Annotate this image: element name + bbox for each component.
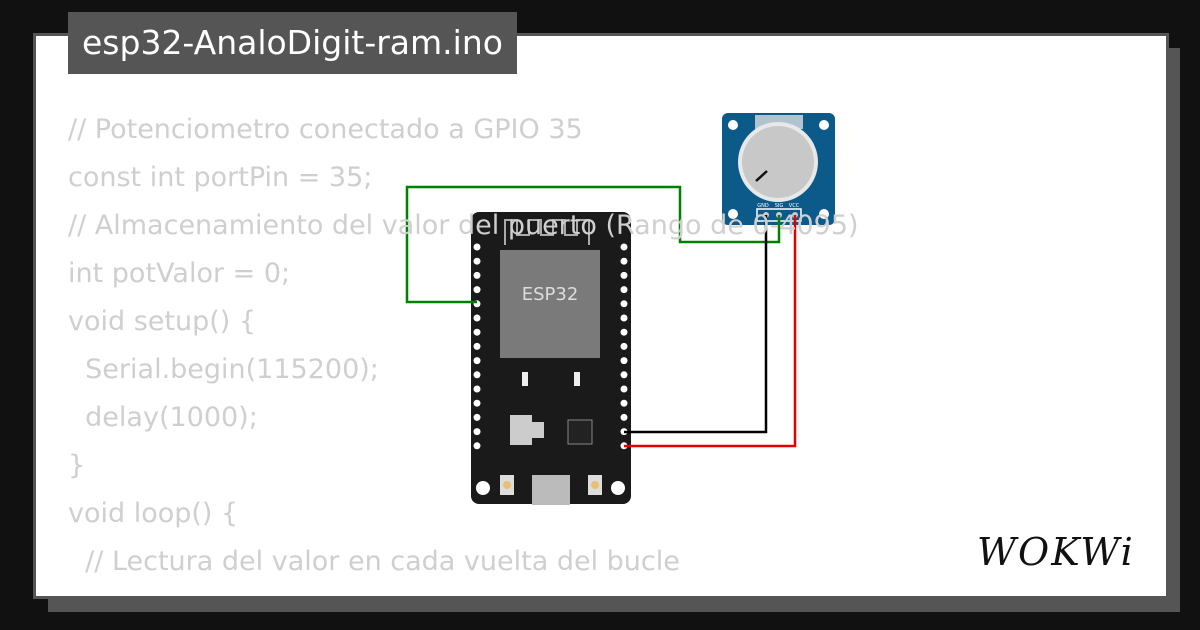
pin-hole[interactable] bbox=[620, 342, 628, 350]
wire-power[interactable] bbox=[624, 215, 797, 448]
left-pin-header bbox=[473, 243, 481, 450]
pin-hole[interactable] bbox=[620, 385, 628, 393]
pin-hole[interactable] bbox=[620, 314, 628, 322]
wokwi-logo: WOKWi bbox=[977, 530, 1135, 574]
pin-label-gnd: GND bbox=[757, 203, 769, 209]
pin-hole[interactable] bbox=[620, 328, 628, 336]
esp32-label: ESP32 bbox=[522, 284, 579, 305]
pin-hole[interactable] bbox=[620, 371, 628, 379]
pin-hole[interactable] bbox=[473, 342, 481, 350]
esp32-module bbox=[500, 250, 600, 358]
pin-hole[interactable] bbox=[473, 385, 481, 393]
right-pin-header bbox=[620, 243, 628, 450]
pin-hole[interactable] bbox=[473, 357, 481, 365]
wire-signal[interactable] bbox=[405, 185, 781, 304]
pin-hole[interactable] bbox=[620, 271, 628, 279]
pin-hole[interactable] bbox=[473, 428, 481, 436]
pin-hole[interactable] bbox=[473, 442, 481, 450]
pin-hole[interactable] bbox=[620, 399, 628, 407]
pin-hole[interactable] bbox=[620, 413, 628, 421]
pin-label-sig: SIG bbox=[775, 203, 784, 209]
pin-hole[interactable] bbox=[473, 413, 481, 421]
pot-knob[interactable] bbox=[742, 126, 814, 198]
pin-hole[interactable] bbox=[473, 314, 481, 322]
pin-hole[interactable] bbox=[473, 328, 481, 336]
pin-hole[interactable] bbox=[620, 243, 628, 251]
antenna-icon bbox=[504, 219, 590, 245]
pin-hole[interactable] bbox=[620, 357, 628, 365]
pin-hole[interactable] bbox=[620, 286, 628, 294]
wire-ground[interactable] bbox=[624, 215, 768, 434]
pin-hole[interactable] bbox=[473, 243, 481, 251]
pin-hole[interactable] bbox=[473, 371, 481, 379]
pin-hole[interactable] bbox=[473, 286, 481, 294]
potentiometer[interactable]: GND SIG VCC bbox=[722, 113, 835, 225]
pin-hole[interactable] bbox=[473, 257, 481, 265]
sketch-title: esp32-AnaloDigit-ram.ino bbox=[68, 12, 517, 74]
svg-text:WOKWi: WOKWi bbox=[977, 530, 1135, 574]
esp32-board[interactable]: ESP32 bbox=[471, 212, 631, 505]
pin-hole[interactable] bbox=[473, 399, 481, 407]
pin-hole[interactable] bbox=[473, 271, 481, 279]
pin-hole[interactable] bbox=[620, 300, 628, 308]
pin-label-vcc: VCC bbox=[789, 203, 800, 209]
pin-hole[interactable] bbox=[620, 257, 628, 265]
